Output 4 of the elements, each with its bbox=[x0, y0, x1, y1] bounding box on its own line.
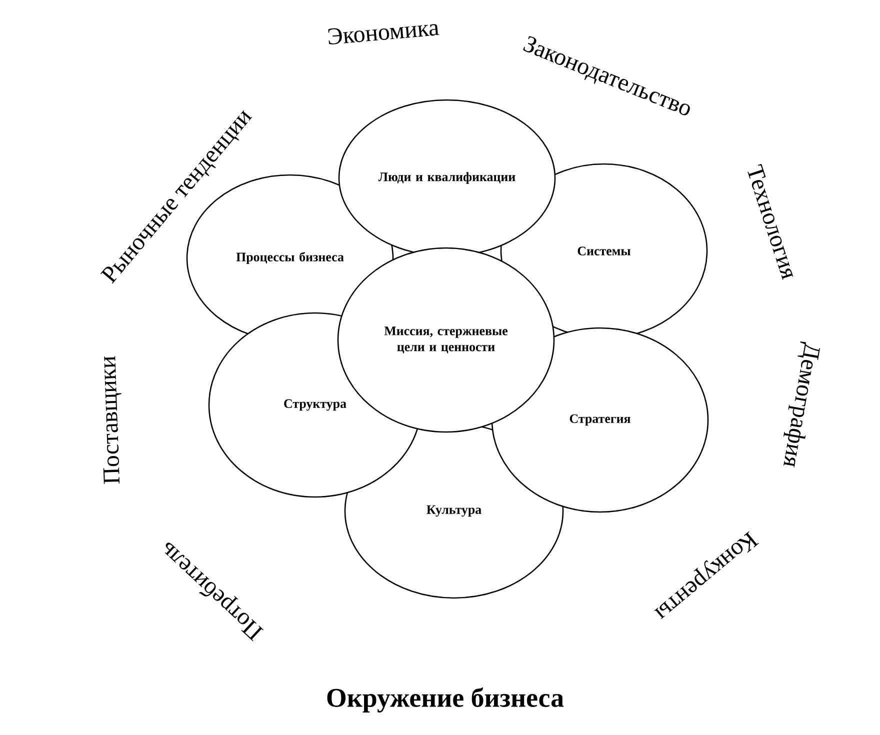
environment-label: Экономика bbox=[328, 24, 440, 44]
environment-label: Поставщики bbox=[103, 356, 122, 484]
title: Окружение бизнеса bbox=[327, 687, 564, 713]
environment-label: Демография bbox=[783, 341, 820, 468]
